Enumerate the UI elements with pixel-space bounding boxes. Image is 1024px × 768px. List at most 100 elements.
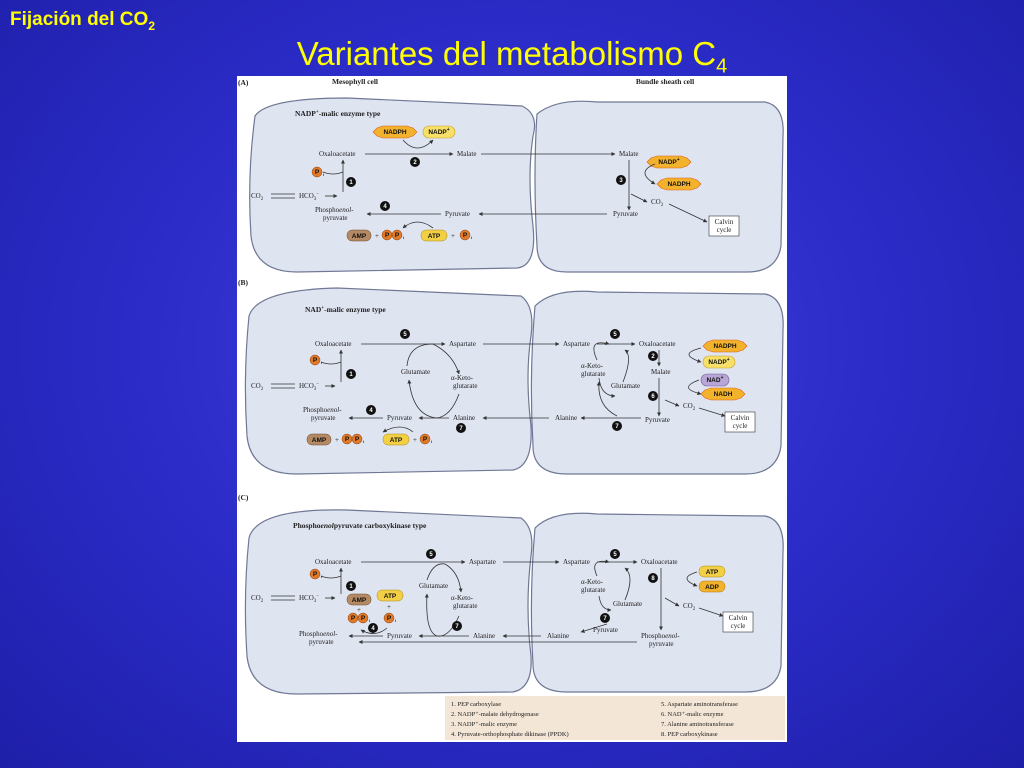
panel-c-pep-bundle-2: pyruvate — [649, 640, 674, 648]
bundle-sheath-cell-header: Bundle sheath cell — [636, 77, 694, 86]
panel-a-calvin-2: cycle — [717, 226, 732, 234]
svg-text:1: 1 — [349, 180, 353, 186]
enzyme-legend: 1. PEP carboxylase 2. NADP⁺-malate dehyd… — [445, 696, 785, 740]
legend-item-8: 8. PEP carboxykinase — [661, 731, 718, 738]
panel-a-label: (A) — [238, 78, 249, 87]
svg-text:+: + — [387, 603, 391, 611]
svg-text:AMP: AMP — [352, 597, 367, 604]
panel-b-amp: AMP — [306, 433, 332, 446]
panel-b-step-7-bundle: 7 — [612, 421, 622, 431]
panel-a-pyruvate-mesophyll: Pyruvate — [445, 210, 470, 218]
svg-text:P: P — [361, 615, 366, 622]
legend-item-4: 4. Pyruvate-orthophosphate dikinase (PPD… — [451, 731, 569, 738]
panel-a-step-4: 4 — [380, 201, 390, 211]
svg-text:4: 4 — [369, 408, 373, 414]
panel-c-aspartate-mesophyll: Aspartate — [469, 558, 496, 566]
panel-b-glutamate-bundle: Glutamate — [611, 382, 640, 390]
panel-c-alanine-mesophyll: Alanine — [473, 632, 495, 640]
panel-c-atp-bundle: ATP — [698, 565, 726, 578]
mesophyll-cell-header: Mesophyll cell — [332, 77, 378, 86]
panel-c-oxaloacetate-bundle: Oxaloacetate — [641, 558, 678, 566]
svg-text:NADP+: NADP+ — [428, 127, 449, 136]
panel-b-malate-bundle: Malate — [651, 368, 670, 376]
svg-text:P: P — [463, 232, 468, 239]
panel-c-step-8: 8 — [648, 573, 658, 583]
svg-text:P: P — [355, 436, 360, 443]
svg-text:AMP: AMP — [352, 233, 367, 240]
panel-b-step-5: 5 — [400, 329, 410, 339]
panel-c-step-4: 4 — [368, 623, 378, 633]
svg-text:5: 5 — [403, 332, 407, 338]
panel-b-mesophyll-cell — [244, 287, 533, 475]
panel-c-label: (C) — [238, 493, 249, 502]
svg-text:ATP: ATP — [384, 593, 397, 600]
svg-text:ADP: ADP — [705, 584, 719, 591]
panel-c-step-7-bundle: 7 — [600, 613, 610, 623]
panel-c: (C) Phosphoenolpyruvate carboxykinase ty… — [238, 493, 784, 695]
panel-b-oxaloacetate: Oxaloacetate — [315, 340, 352, 348]
svg-text:8: 8 — [651, 576, 655, 582]
panel-a-atp: ATP — [420, 229, 448, 242]
svg-text:NADPH: NADPH — [713, 343, 736, 350]
panel-b-step-1: 1 — [346, 369, 356, 379]
panel-a-nadp-pill: NADP+ — [422, 125, 456, 139]
svg-text:P: P — [313, 571, 318, 578]
svg-text:3: 3 — [619, 178, 623, 184]
panel-b-keto-bundle-1: α-Keto- — [581, 362, 604, 370]
panel-a-malate-bundle: Malate — [619, 150, 638, 158]
svg-text:+: + — [335, 436, 339, 444]
svg-text:+: + — [451, 232, 455, 240]
panel-b-nadp-bundle: NADP+ — [702, 355, 736, 369]
panel-c-step-1: 1 — [346, 581, 356, 591]
panel-c-keto-bundle-2: glutarate — [581, 586, 606, 594]
panel-a-bundle-sheath-cell — [534, 100, 784, 273]
panel-c-amp: AMP — [346, 593, 372, 606]
panel-a-pyruvate-bundle: Pyruvate — [613, 210, 638, 218]
svg-text:5: 5 — [613, 552, 617, 558]
svg-text:ATP: ATP — [428, 233, 441, 240]
panel-c-step-5-bundle: 5 — [610, 549, 620, 559]
panel-c-calvin-1: Calvin — [729, 614, 748, 622]
svg-text:P: P — [423, 436, 428, 443]
panel-c-oxaloacetate: Oxaloacetate — [315, 558, 352, 566]
svg-text:7: 7 — [459, 426, 463, 432]
panel-c-glutamate: Glutamate — [419, 582, 448, 590]
svg-text:P: P — [387, 615, 392, 622]
panel-c-alanine-bundle: Alanine — [547, 632, 569, 640]
panel-b-pyruvate-bundle: Pyruvate — [645, 416, 670, 424]
panel-b-pep-line2: pyruvate — [311, 414, 336, 422]
panel-a-step-1: 1 — [346, 177, 356, 187]
panel-b-hco3: HCO3− — [299, 382, 319, 392]
panel-c-keto-1: α-Keto- — [451, 594, 474, 602]
panel-b-aspartate-bundle: Aspartate — [563, 340, 590, 348]
panel-a-calvin-1: Calvin — [715, 218, 734, 226]
panel-c-pep-line2: pyruvate — [309, 638, 334, 646]
panel-c-keto-bundle-1: α-Keto- — [581, 578, 604, 586]
svg-text:4: 4 — [371, 626, 375, 632]
panel-c-atp: ATP — [376, 589, 404, 602]
svg-text:+: + — [357, 606, 361, 614]
svg-text:NADPH: NADPH — [667, 181, 690, 188]
svg-text:i: i — [369, 618, 370, 623]
panel-a-step-2: 2 — [410, 157, 420, 167]
panel-c-hco3: HCO3− — [299, 594, 319, 604]
panel-c-co2-bundle: CO2 — [683, 602, 696, 612]
panel-c-mesophyll-cell — [244, 509, 533, 695]
svg-text:P: P — [315, 169, 320, 176]
svg-text:i: i — [395, 618, 396, 623]
panel-c-type-title: Phosphoenolpyruvate carboxykinase type — [293, 521, 427, 530]
svg-text:P: P — [395, 232, 400, 239]
svg-text:P: P — [313, 357, 318, 364]
panel-b-aspartate-mesophyll: Aspartate — [449, 340, 476, 348]
legend-item-2: 2. NADP⁺-malate dehydrogenase — [451, 711, 539, 718]
svg-text:NADP+: NADP+ — [708, 357, 729, 366]
svg-text:5: 5 — [429, 552, 433, 558]
panel-a-hco3: HCO3− — [299, 192, 319, 202]
panel-a-step-3: 3 — [616, 175, 626, 185]
panel-a-type-title: NADP+-malic enzyme type — [295, 109, 381, 118]
svg-text:+: + — [375, 232, 379, 240]
svg-text:i: i — [431, 439, 432, 444]
svg-text:AMP: AMP — [312, 437, 327, 444]
